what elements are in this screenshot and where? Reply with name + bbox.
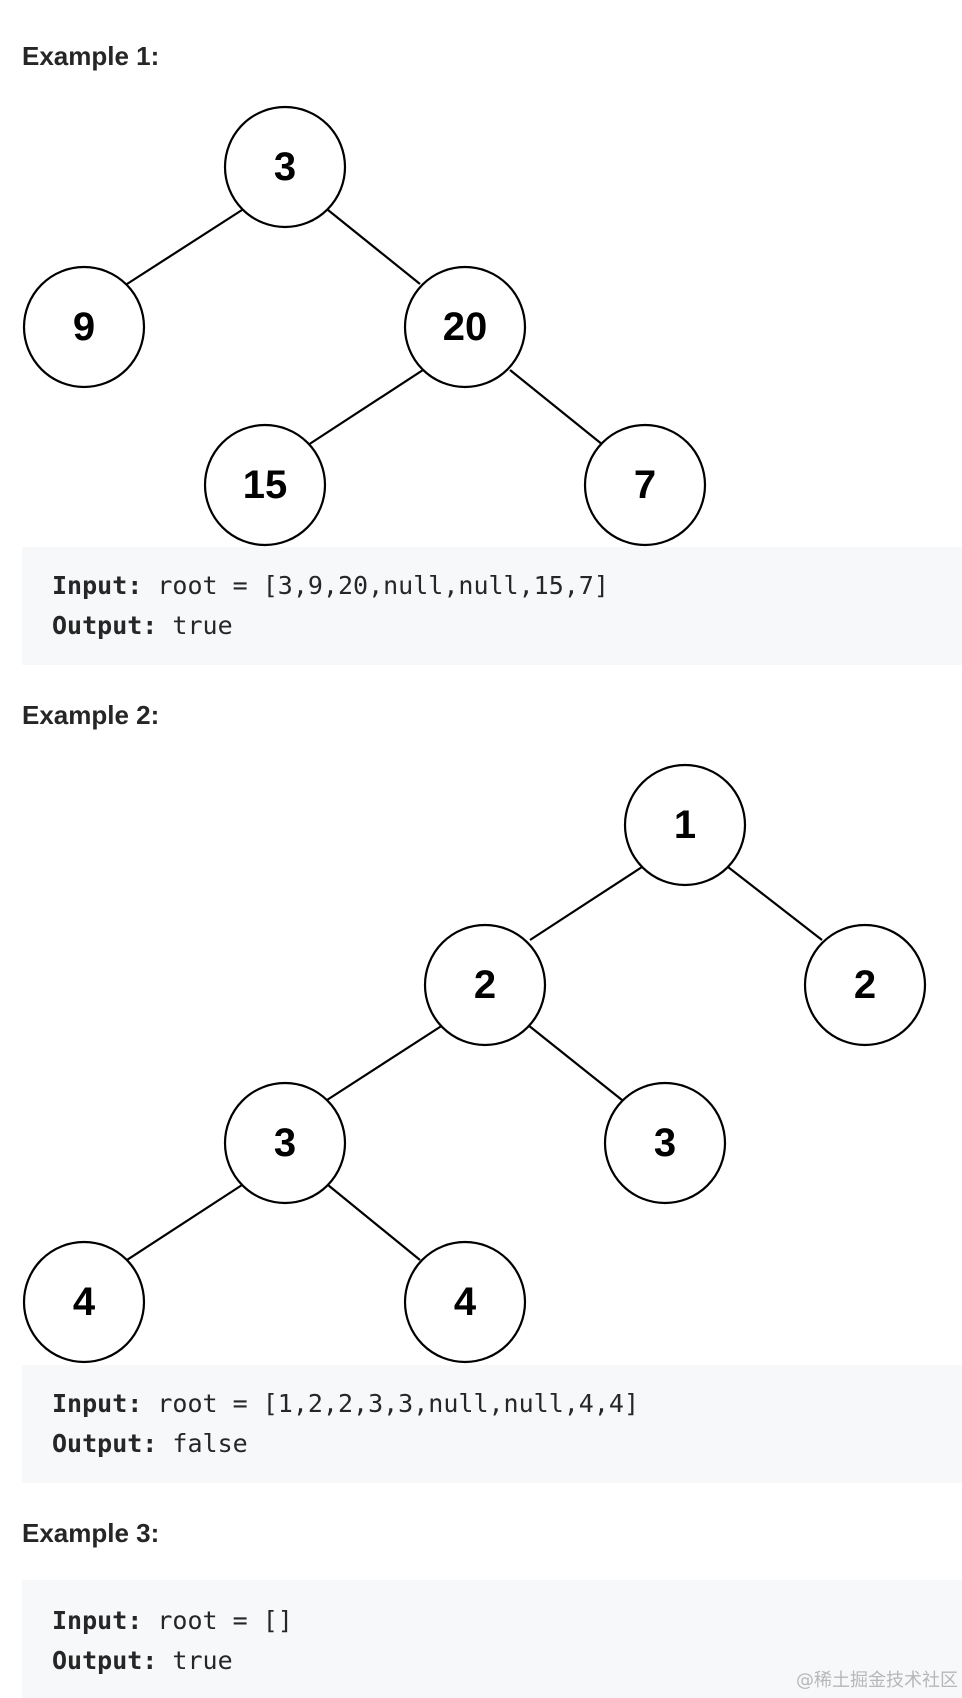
tree-node-label: 1 [674, 803, 696, 847]
output-line: Output: true [52, 1641, 962, 1681]
output-label: Output: [52, 1429, 158, 1458]
tree-node-label: 20 [443, 305, 488, 349]
tree-node: 3 [603, 1081, 727, 1205]
example-1-heading: Example 1: [22, 41, 160, 71]
example-2-tree-diagram: 1 2 2 3 3 4 4 [22, 763, 927, 1364]
tree-edge [327, 1184, 421, 1261]
input-value: root = [1,2,2,3,3,null,null,4,4] [142, 1389, 640, 1418]
tree-edge [126, 209, 243, 285]
tree-node: 9 [22, 265, 146, 389]
example-2-heading: Example 2: [22, 700, 160, 730]
output-value: false [157, 1429, 248, 1458]
output-line: Output: true [52, 606, 962, 646]
tree-edge [527, 1024, 623, 1101]
tree-node: 1 [623, 763, 747, 887]
tree-node: 4 [403, 1240, 527, 1364]
tree-edge [509, 369, 604, 446]
tree-node: 2 [803, 923, 927, 1047]
tree-node: 2 [423, 923, 547, 1047]
example-1-tree-diagram: 3 9 20 15 7 [22, 105, 707, 547]
input-label: Input: [52, 1389, 143, 1418]
tree-node: 3 [223, 1081, 347, 1205]
tree-edge [307, 369, 424, 446]
tree-node-label: 2 [854, 963, 876, 1007]
output-label: Output: [52, 611, 158, 640]
tree-node: 7 [583, 423, 707, 547]
tree-node-label: 7 [634, 463, 656, 507]
input-value: root = [] [142, 1606, 293, 1635]
tree-edge [126, 1184, 243, 1261]
input-line: Input: root = [3,9,20,null,null,15,7] [52, 566, 962, 606]
input-label: Input: [52, 571, 143, 600]
input-label: Input: [52, 1606, 143, 1635]
tree-node-label: 3 [654, 1121, 676, 1165]
output-value: true [157, 611, 233, 640]
input-line: Input: root = [] [52, 1601, 962, 1641]
tree-node-label: 4 [73, 1280, 96, 1324]
tree-node: 15 [203, 423, 327, 547]
tree-node-label: 9 [73, 305, 95, 349]
tree-edge [529, 866, 643, 941]
example-3-code-block: Input: root = [] Output: true [22, 1580, 962, 1698]
tree-node-label: 2 [474, 963, 496, 1007]
tree-node: 3 [223, 105, 347, 229]
example-2-code-block: Input: root = [1,2,2,3,3,null,null,4,4] … [22, 1365, 962, 1483]
tree-node: 20 [403, 265, 527, 389]
tree-edge [727, 866, 823, 941]
tree-node-label: 3 [274, 1121, 296, 1165]
example-3-heading: Example 3: [22, 1518, 160, 1548]
output-line: Output: false [52, 1424, 962, 1464]
tree-node: 4 [22, 1240, 146, 1364]
example-1-code-block: Input: root = [3,9,20,null,null,15,7] Ou… [22, 547, 962, 665]
output-label: Output: [52, 1646, 158, 1675]
tree-edge [326, 1024, 444, 1101]
tree-node-label: 3 [274, 145, 296, 189]
input-value: root = [3,9,20,null,null,15,7] [142, 571, 609, 600]
watermark: @稀土掘金技术社区 [796, 1670, 958, 1691]
input-line: Input: root = [1,2,2,3,3,null,null,4,4] [52, 1384, 962, 1424]
tree-node-label: 15 [243, 463, 288, 507]
tree-node-label: 4 [454, 1280, 477, 1324]
tree-edge [327, 209, 421, 285]
output-value: true [157, 1646, 233, 1675]
